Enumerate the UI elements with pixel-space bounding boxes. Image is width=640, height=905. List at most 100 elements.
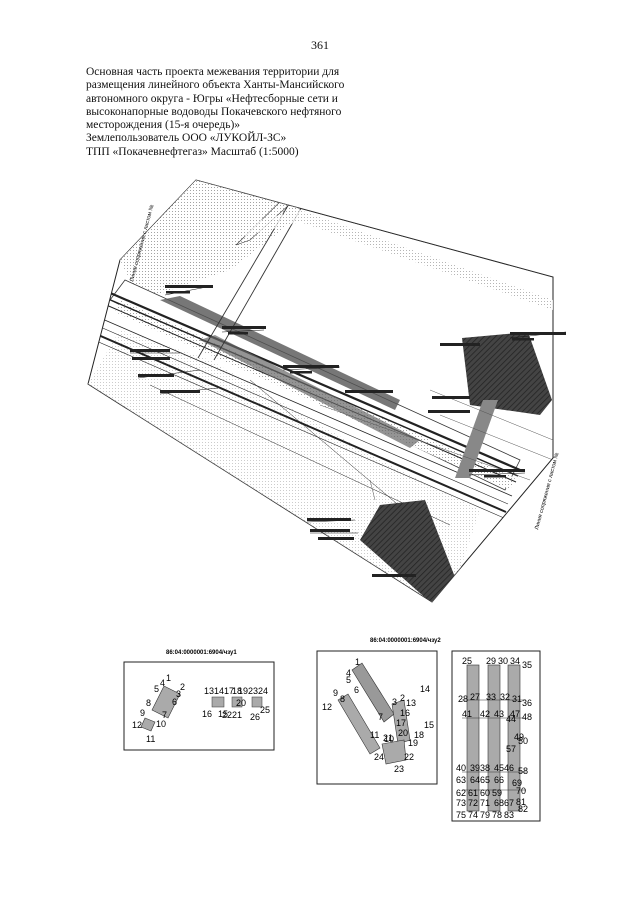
vertex-label: 47 bbox=[510, 709, 520, 719]
caption-line: размещения линейного объекта Ханты-Манси… bbox=[86, 79, 345, 92]
vertex-label: 20 bbox=[398, 728, 408, 738]
vertex-label: 21 bbox=[232, 710, 242, 720]
vertex-label: 17 bbox=[224, 686, 234, 696]
vertex-label: 38 bbox=[480, 763, 490, 773]
hatched-parcel bbox=[455, 400, 498, 478]
vertex-label: 22 bbox=[222, 710, 232, 720]
vertex-label: 33 bbox=[486, 692, 496, 702]
vertex-label: 63 bbox=[456, 775, 466, 785]
hatched-parcel bbox=[360, 500, 460, 602]
hatched-parcel bbox=[462, 332, 552, 415]
easement-strip bbox=[160, 296, 400, 410]
vertex-label: 4 bbox=[160, 678, 165, 688]
vertex-label: 12 bbox=[322, 702, 332, 712]
map-caption: Основная часть проекта межевания террито… bbox=[86, 66, 386, 159]
vertex-label: 45 bbox=[494, 763, 504, 773]
vertex-label: 15 bbox=[424, 720, 434, 730]
caption-line: месторождения (15-я очередь)» bbox=[86, 119, 241, 132]
vertex-label: 40 bbox=[456, 763, 466, 773]
caption-line: высоконапорные водоводы Покачевского неф… bbox=[86, 105, 342, 118]
vertex-label: 3 bbox=[176, 689, 181, 699]
caption-line: Основная часть проекта межевания террито… bbox=[86, 66, 340, 78]
vertex-label: 67 bbox=[504, 798, 514, 808]
vertex-label: 4 bbox=[346, 668, 351, 678]
vertex-label: 62 bbox=[456, 788, 466, 798]
vertex-label: 29 bbox=[486, 656, 496, 666]
vertex-label: 83 bbox=[504, 810, 514, 820]
vertex-label: 24 bbox=[374, 752, 384, 762]
vertex-label: 23 bbox=[248, 686, 258, 696]
vertex-label: 69 bbox=[512, 778, 522, 788]
vertex-label: 31 bbox=[512, 694, 522, 704]
vertex-label: 18 bbox=[414, 730, 424, 740]
vertex-label: 11 bbox=[146, 734, 155, 744]
vertex-label: 71 bbox=[480, 798, 490, 808]
vertex-label: 1 bbox=[166, 673, 171, 683]
vertex-label: 6 bbox=[354, 685, 359, 695]
road bbox=[140, 210, 553, 310]
vertex-label: 81 bbox=[516, 797, 526, 807]
vertex-label: 16 bbox=[400, 708, 410, 718]
vertex-label: 68 bbox=[494, 798, 504, 808]
inset-title: 86:04:0000001:6904/чзу1 bbox=[166, 650, 237, 656]
vertex-label: 30 bbox=[498, 656, 508, 666]
vertex-label: 18 bbox=[232, 686, 242, 696]
vertex-label: 2 bbox=[180, 682, 185, 692]
vertex-label: 27 bbox=[470, 692, 480, 702]
vertex-label: 26 bbox=[250, 712, 260, 722]
vertex-label: 19 bbox=[408, 738, 418, 748]
page-number: 361 bbox=[311, 38, 329, 52]
vertex-label: 5 bbox=[346, 675, 351, 685]
vertex-label: 10 bbox=[384, 734, 394, 744]
vertex-label: 14 bbox=[214, 686, 224, 696]
vertex-label: 16 bbox=[202, 709, 212, 719]
vertex-label: 46 bbox=[504, 763, 514, 773]
vertex-label: 6 bbox=[172, 697, 177, 707]
illegible-parcel-labels bbox=[130, 285, 566, 577]
vertex-label: 8 bbox=[146, 698, 151, 708]
vertex-label: 72 bbox=[468, 798, 478, 808]
vertex-label: 44 bbox=[506, 714, 516, 724]
vertex-label: 43 bbox=[494, 709, 504, 719]
vertex-label: 73 bbox=[456, 798, 466, 808]
vertex-label: 48 bbox=[522, 712, 532, 722]
vertex-label: 25 bbox=[260, 705, 270, 715]
vertex-label: 82 bbox=[518, 804, 528, 814]
vertex-label: 79 bbox=[480, 810, 490, 820]
vertex-label: 65 bbox=[480, 775, 490, 785]
vertex-label: 60 bbox=[480, 788, 490, 798]
caption-line: автономного округа - Югры «Нефтесборные … bbox=[86, 92, 338, 105]
inset-left: 86:04:0000001:6904/чзу1 1234567891011121… bbox=[123, 650, 275, 751]
vertex-label: 36 bbox=[522, 698, 532, 708]
vertex-label: 9 bbox=[333, 688, 338, 698]
vertex-label: 12 bbox=[132, 720, 142, 730]
vertex-label: 22 bbox=[404, 752, 414, 762]
vertex-label: 20 bbox=[236, 698, 246, 708]
vertex-label: 59 bbox=[492, 788, 502, 798]
vertex-label: 23 bbox=[394, 764, 404, 774]
vertex-label: 74 bbox=[468, 810, 478, 820]
vertex-label: 25 bbox=[462, 656, 472, 666]
vertex-label: 34 bbox=[510, 656, 520, 666]
vertex-label: 70 bbox=[516, 786, 526, 796]
vertex-label: 58 bbox=[518, 766, 528, 776]
vertex-label: 57 bbox=[506, 744, 516, 754]
vertex-label: 3 bbox=[392, 697, 397, 707]
vertex-label: 49 bbox=[514, 732, 524, 742]
vertex-label: 2 bbox=[400, 693, 405, 703]
vertex-label: 61 bbox=[468, 788, 478, 798]
vertex-label: 66 bbox=[494, 775, 504, 785]
vertex-label: 41 bbox=[462, 709, 472, 719]
vertex-label: 7 bbox=[162, 710, 167, 720]
vertex-label: 10 bbox=[156, 719, 166, 729]
vertex-label: 13 bbox=[204, 686, 214, 696]
caption-line: Землепользователь ООО «ЛУКОЙЛ-ЗС» bbox=[86, 132, 287, 145]
vertex-label: 42 bbox=[480, 709, 490, 719]
vertex-label: 21 bbox=[383, 733, 393, 743]
vertex-label: 19 bbox=[238, 686, 248, 696]
main-map: Линия сопряжения с листом № Линия сопряж… bbox=[87, 179, 567, 603]
vertex-label: 11 bbox=[370, 730, 379, 740]
